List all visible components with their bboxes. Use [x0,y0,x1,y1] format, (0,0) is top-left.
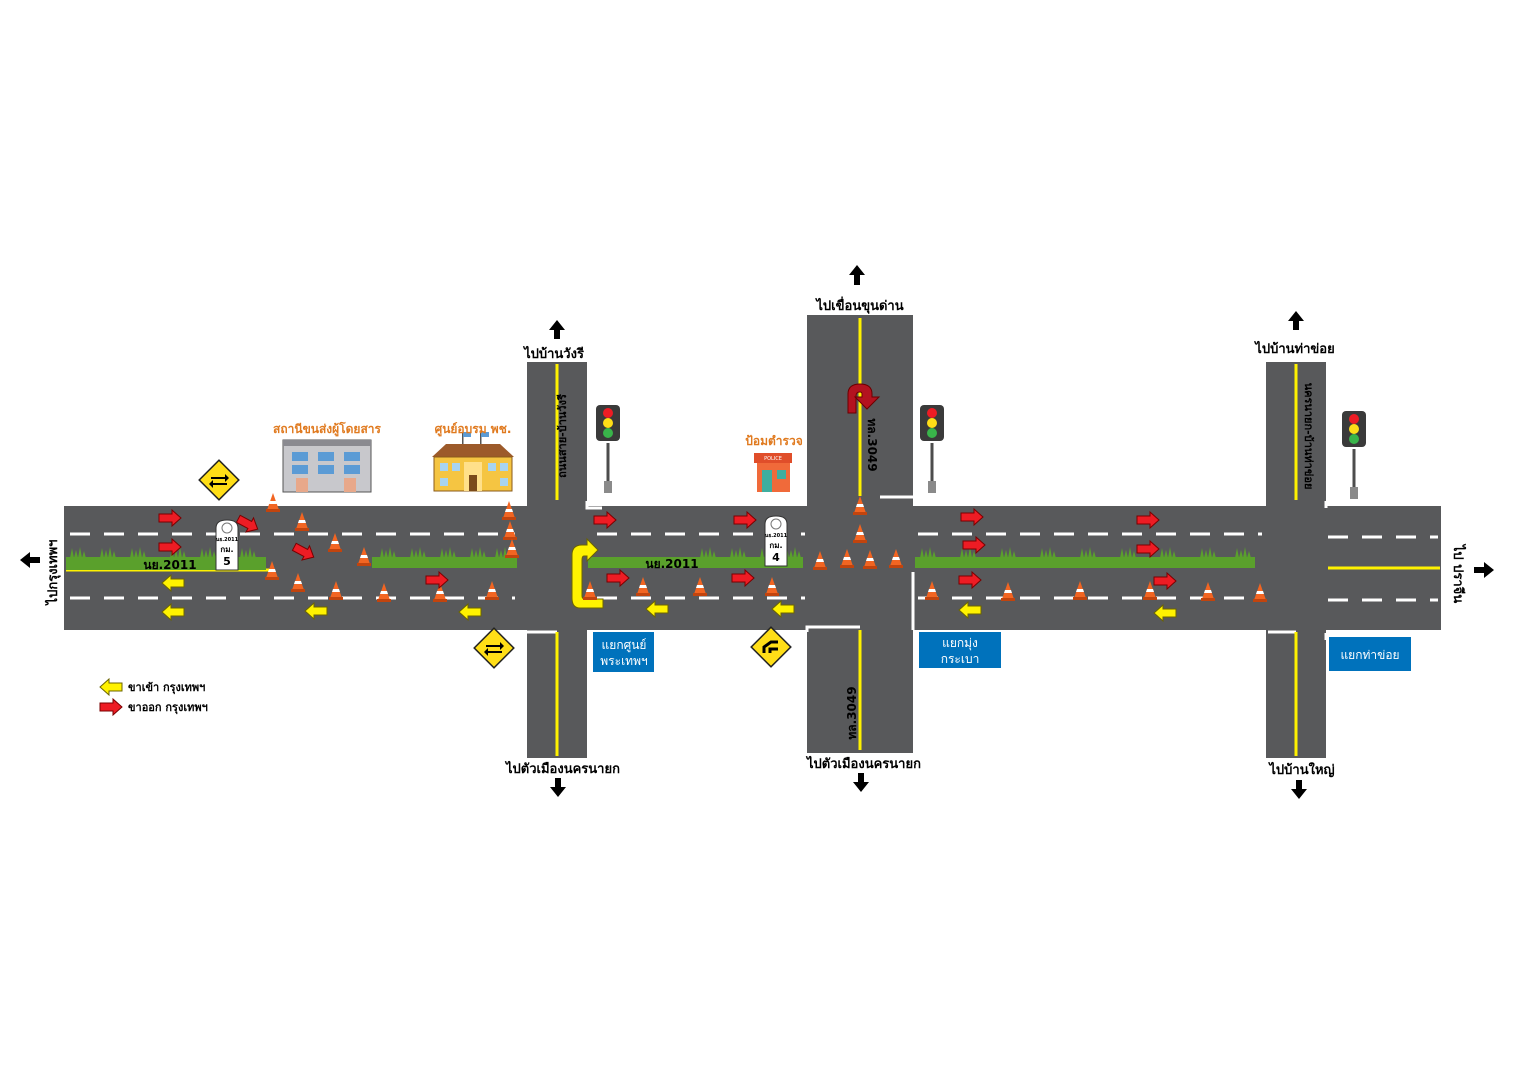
traffic-light-2 [920,405,944,493]
traffic-light-1 [596,405,620,493]
direction-tha-khoi-label: ไปบ้านท่าข่อย [1253,340,1334,357]
junction-box-2: แยกมุ่ง กระเบา [919,632,1001,668]
direction-khun-dan-label: ไปเขื่อนขุนด่าน [814,296,903,314]
u-turn-icon [847,383,881,414]
direction-bangkok-label: ไปกรุงเทพฯ [44,540,61,607]
traffic-light-3 [1342,411,1366,499]
junction-2-line-2: กระเบา [941,652,980,666]
direction-wang-ri-label: ไปบ้านวังรี [522,345,584,362]
training-center-label: ศูนย์อบรม พช. [435,422,512,437]
training-center-building [432,432,514,492]
bus-station-building [282,439,372,493]
merge-sign [750,626,792,668]
junction-1-line-1: แยกศูนย์ [602,638,647,653]
legend-outbound-label: ขาออก กรุงเทพฯ [128,701,208,715]
curb-lines [527,495,1328,640]
junction-2-line-1: แยกมุ่ง [942,636,978,651]
direction-nakhon-nayok-label-2: ไปตัวเมืองนครนายก [805,755,921,772]
bus-station-label: สถานีขนส่งผู้โดยสาร [273,421,381,437]
junction-box-3: แยกท่าข่อย [1329,637,1411,671]
km-post-5-road: นย.2011 [216,537,239,543]
junction-box-1: แยกศูนย์ พระเทพฯ [593,632,654,672]
junction-3-label: แยกท่าข่อย [1340,648,1399,662]
km-post-4-number: 4 [772,551,780,564]
police-sign-text: POLICE [764,456,782,462]
route-3049-label-south: ทล.3049 [845,686,859,739]
two-way-sign-1 [198,459,240,501]
junction-1-line-2: พระเทพฯ [600,654,647,668]
km-post-4: นย.2011 กม. 4 [764,515,788,567]
route-3049-label-north: ทล.3049 [865,418,879,471]
km-post-4-unit: กม. [769,541,782,550]
km-post-5: นย.2011 กม. 5 [215,519,239,571]
main-road-label-2: นย.2011 [645,557,698,571]
direction-ban-yai-label: ไปบ้านใหญ่ [1267,761,1334,778]
main-road-label-1: นย.2011 [143,558,196,572]
direction-prachin-label: ไป ปราจีน [1450,543,1467,603]
direction-arrows [20,265,1494,799]
side-road-label-2: นครนายก-บ้านท่าข่อย [1302,383,1315,490]
two-way-sign-2 [473,627,515,669]
km-post-5-unit: กม. [220,545,233,554]
police-box-building: POLICE [754,453,792,492]
road-network [64,315,1441,758]
direction-nakhon-nayok-label-1: ไปตัวเมืองนครนายก [504,760,620,777]
u-turn-marking [571,537,604,609]
km-post-5-number: 5 [223,555,231,568]
police-box-label: ป้อมตำรวจ [745,434,802,448]
legend: ขาเข้า กรุงเทพฯ ขาออก กรุงเทพฯ [99,678,208,716]
side-road-label-1: ถนนสาย-บ้านวังรี [556,394,569,478]
legend-inbound-label: ขาเข้า กรุงเทพฯ [128,681,205,695]
km-post-4-road: นย.2011 [765,533,788,539]
